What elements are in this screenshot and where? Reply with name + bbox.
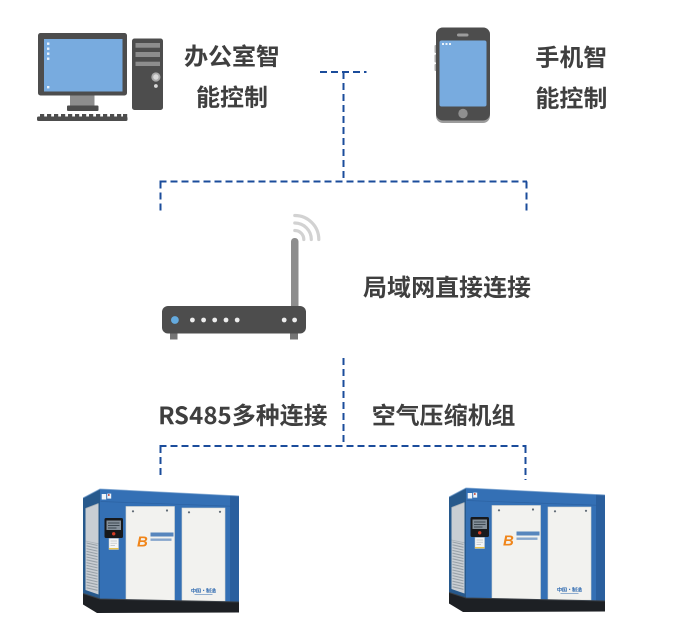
air-compressor-right-image — [449, 487, 605, 613]
computer-label-line2: 能控制 — [196, 78, 268, 113]
keyboard-icon — [37, 114, 128, 121]
home-button-icon — [458, 108, 468, 119]
air-compressor-left-image — [83, 488, 239, 614]
computer-label: 办公室智 能控制 — [184, 34, 280, 116]
phone-label: 手机智 能控制 — [535, 36, 607, 117]
rs485-label: RS485多种连接 — [158, 395, 328, 431]
wifi-signal-icon — [293, 213, 321, 242]
computer-label-line1: 办公室智 — [184, 37, 280, 72]
phone-speaker-icon — [457, 33, 469, 37]
router-body — [162, 306, 306, 334]
wifi-router-icon — [162, 213, 321, 340]
router-leds — [190, 317, 297, 323]
computer-tower-icon — [132, 38, 163, 110]
phone-label-line1: 手机智 — [535, 38, 608, 73]
smartphone-icon — [434, 27, 490, 123]
desktop-computer-icon — [37, 33, 163, 121]
phone-screen — [439, 40, 487, 107]
compressor-group-label: 空气压缩机组 — [371, 395, 516, 431]
router-antenna — [291, 238, 299, 310]
phone-label-line2: 能控制 — [535, 78, 608, 114]
router-led-blue — [171, 316, 179, 324]
lan-label: 局域网直接连接 — [363, 267, 531, 303]
monitor-screen — [44, 39, 123, 92]
